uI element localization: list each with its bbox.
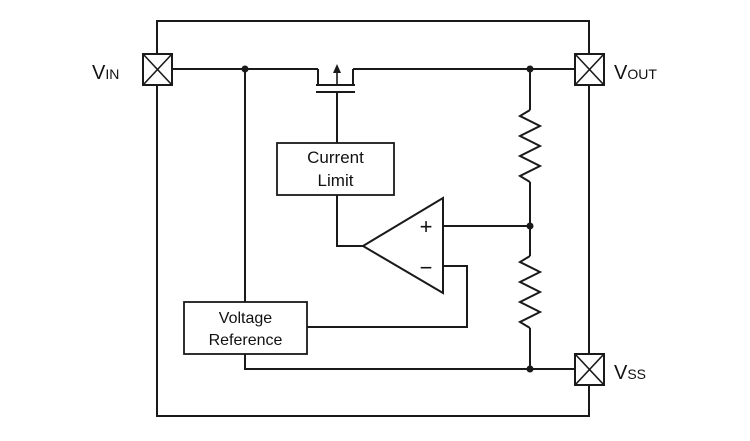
pass-transistor <box>316 64 355 93</box>
current-limit-block <box>276 142 395 196</box>
current-limit-label-1: Current <box>307 148 364 167</box>
junction-vout <box>526 65 534 73</box>
vss-pin-icon <box>574 353 605 386</box>
package-outline <box>156 20 590 417</box>
vin-pin-label: VIN <box>92 62 119 84</box>
vss-pin-label: VSS <box>614 362 646 384</box>
junction-vss <box>526 365 534 373</box>
current-limit-label-2: Limit <box>318 171 354 190</box>
junction-vin <box>241 65 249 73</box>
vin-pin-icon <box>142 53 173 86</box>
error-amplifier: + − <box>361 196 444 295</box>
voltage-reference-label-2: Reference <box>209 332 283 349</box>
vout-pin-label: VOUT <box>614 62 657 84</box>
vout-pin-icon <box>574 53 605 86</box>
wire-minus-input <box>307 265 468 328</box>
resistor-upper <box>517 109 543 183</box>
junction-divider-mid <box>526 222 534 230</box>
wire-vss-rail <box>244 354 575 370</box>
voltage-reference-block <box>183 301 308 355</box>
opamp-plus-sign: + <box>420 214 433 239</box>
wire-cl-to-opamp <box>336 195 363 247</box>
voltage-reference-label-1: Voltage <box>219 310 272 327</box>
resistor-lower <box>517 255 543 329</box>
opamp-minus-sign: − <box>420 255 433 280</box>
